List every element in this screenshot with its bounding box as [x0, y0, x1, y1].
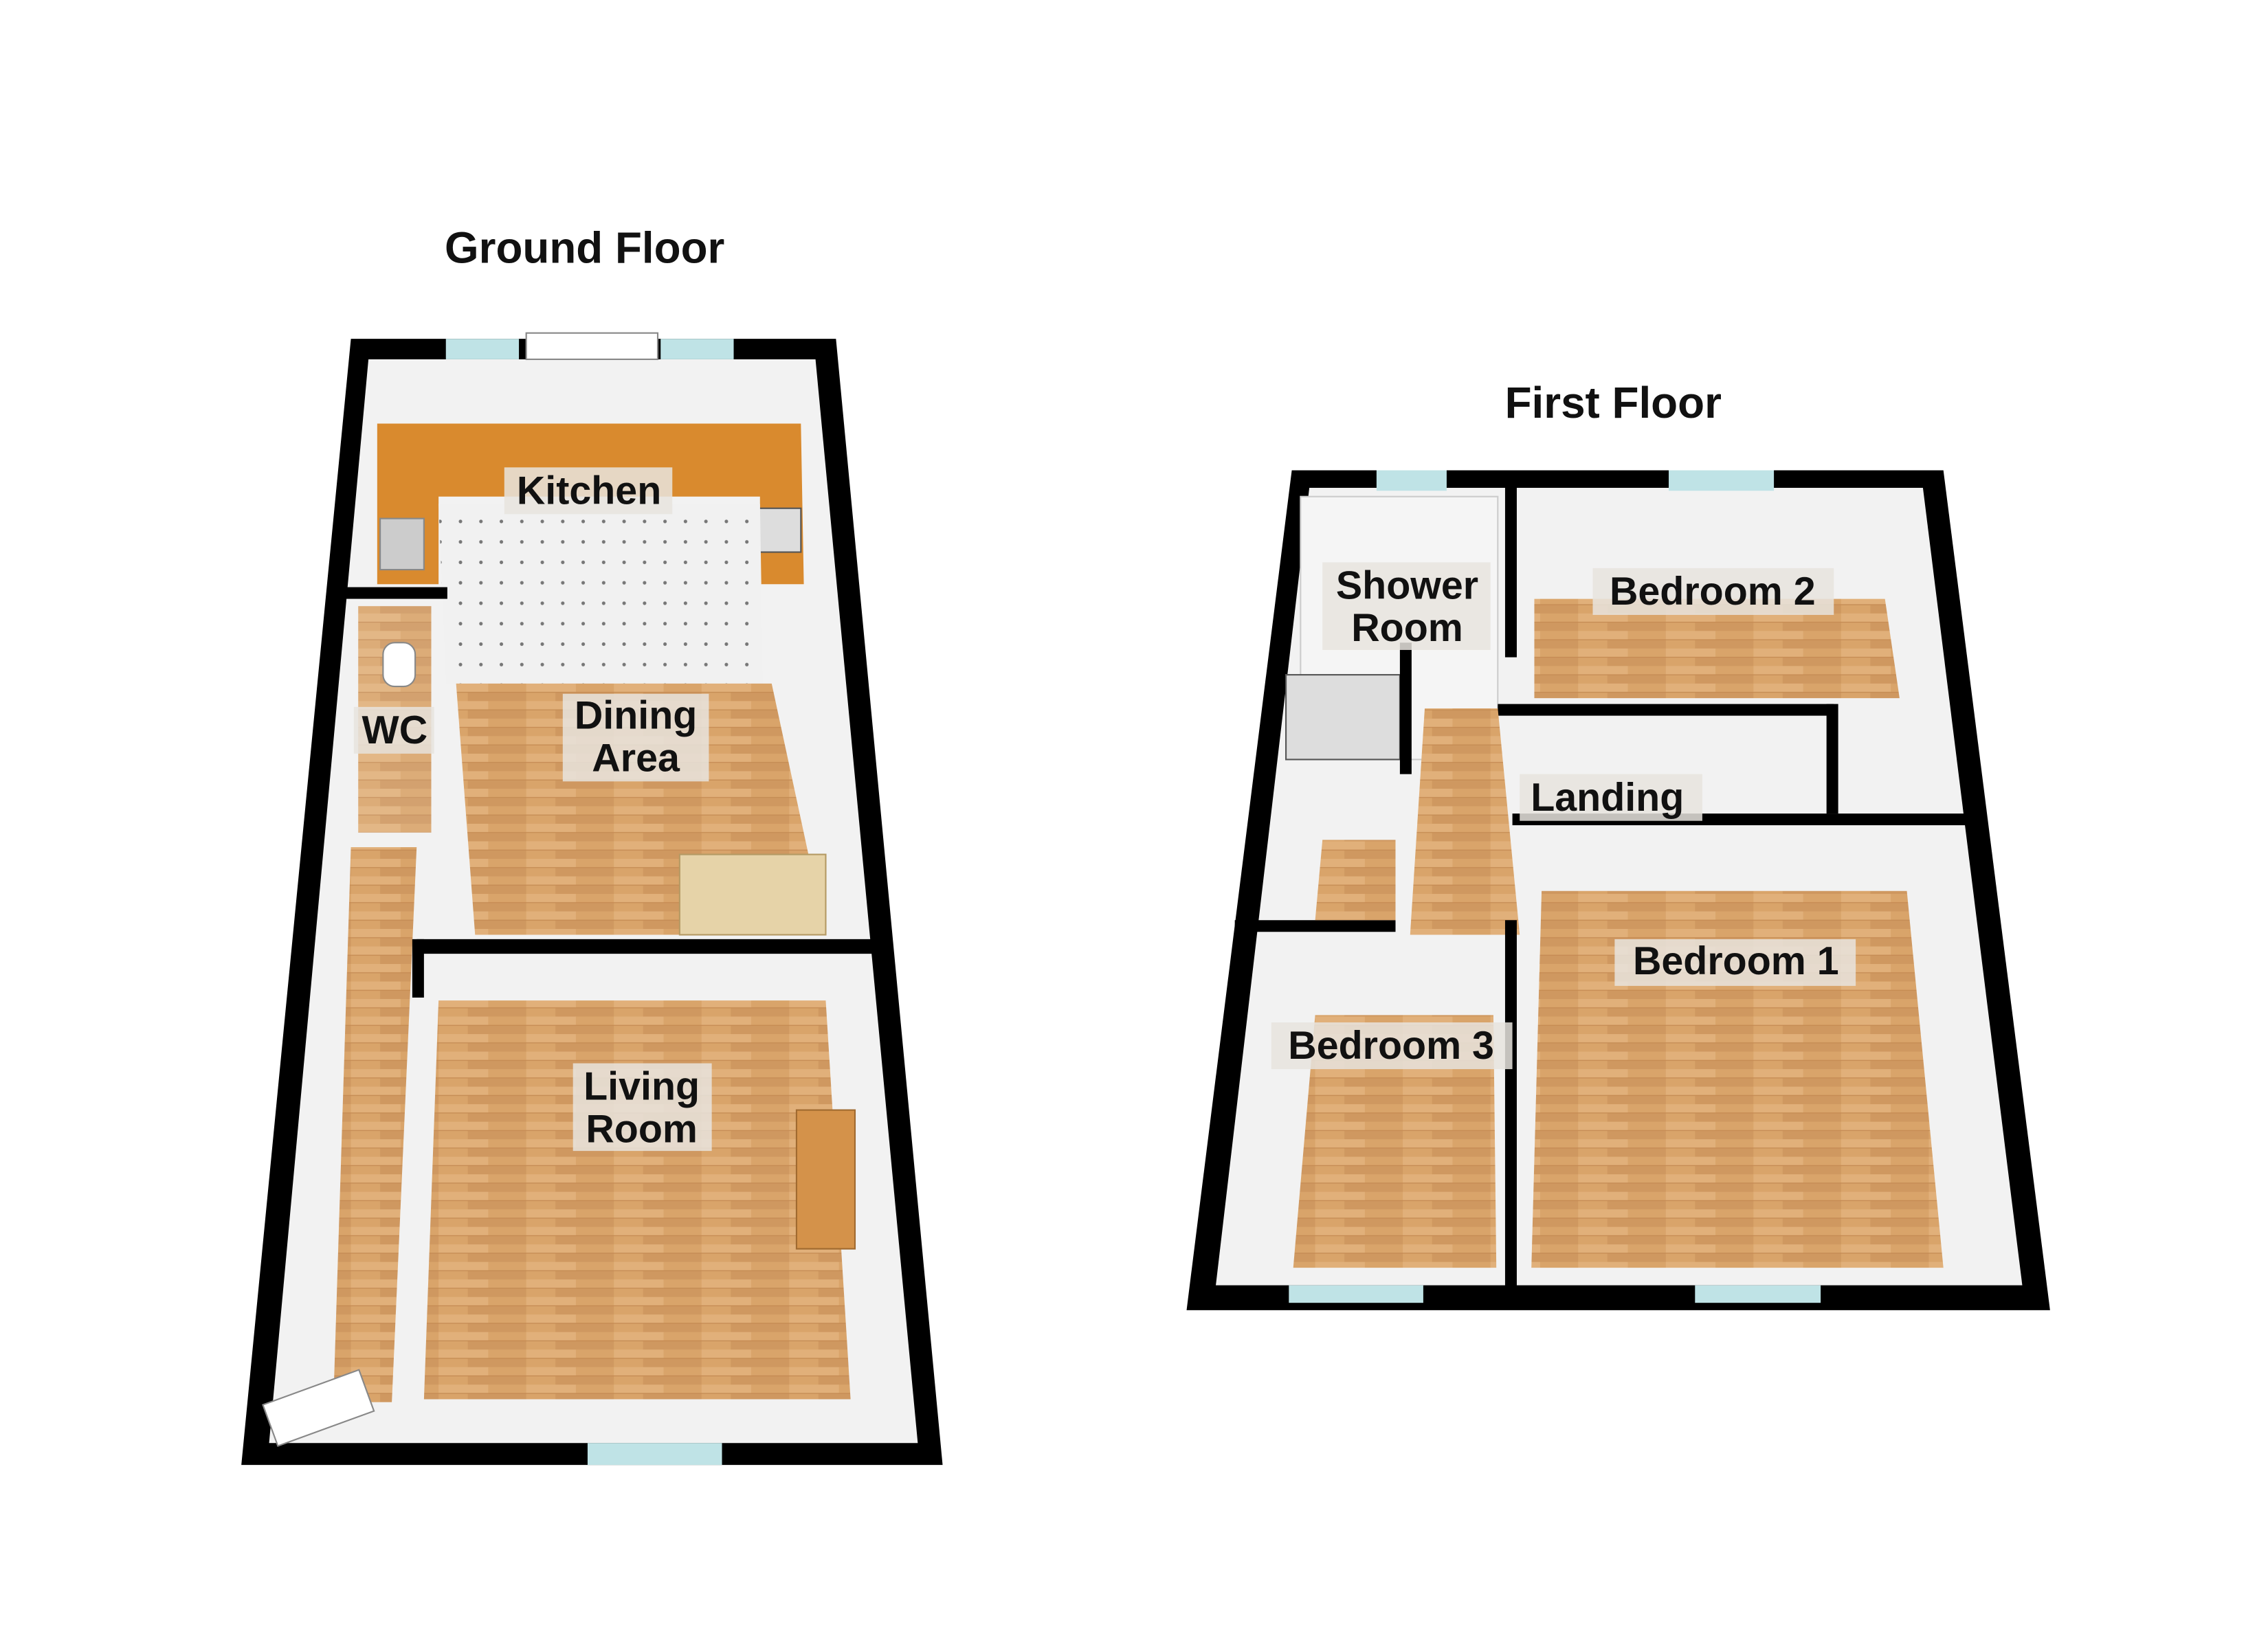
kitchen-worktop: [377, 423, 804, 585]
fireplace: [795, 1109, 856, 1250]
front-door[interactable]: [262, 1369, 375, 1447]
wc-wall: [345, 587, 447, 599]
landing-label: Landing: [1531, 776, 1684, 820]
kitchen-window: [660, 339, 734, 359]
bedroom1-label: Bedroom 1: [1633, 939, 1839, 983]
toilet-icon: [382, 642, 416, 688]
cupboard-wall: [1498, 704, 1834, 716]
living-room-window: [587, 1443, 722, 1466]
bedroom2-label: Bedroom 2: [1610, 570, 1816, 614]
living-room-floor: [423, 1000, 851, 1400]
shower-room-label-2: Room: [1351, 606, 1463, 650]
kitchen-window: [445, 339, 520, 359]
kitchen-label: Kitchen: [517, 469, 661, 513]
dining-living-wall: [416, 939, 873, 954]
living-room-label-2: Room: [586, 1107, 698, 1151]
living-room-label-1: Living: [583, 1065, 700, 1109]
wc-label: WC: [362, 708, 428, 752]
bedroom3-window: [1289, 1285, 1423, 1303]
shower-room-label-1: Shower: [1336, 564, 1478, 608]
hob-icon: [756, 507, 802, 553]
sink-icon: [379, 517, 425, 571]
bedroom1-window: [1695, 1285, 1821, 1303]
shower-enclosure: [1285, 674, 1401, 761]
shower-window: [1376, 470, 1447, 491]
landing-floor: [1410, 708, 1520, 935]
cupboard-wall: [1826, 704, 1838, 814]
dining-area-label-2: Area: [592, 736, 680, 780]
kitchen-tile-floor: [438, 504, 764, 684]
kitchen-french-doors[interactable]: [525, 332, 659, 361]
bedroom1-wall: [1504, 920, 1517, 1300]
bedroom2-wall: [1504, 482, 1517, 658]
store-floor: [1315, 840, 1396, 921]
dining-area-label-1: Dining: [575, 694, 697, 738]
hall-wall: [412, 939, 424, 998]
ground-floor-title: Ground Floor: [445, 223, 724, 273]
bedroom2-floor: [1534, 598, 1900, 699]
first-floor-plan: First Floor Shower Room Bedroom 2 Landi: [1186, 378, 2050, 1310]
stairs[interactable]: [678, 853, 827, 936]
bedroom2-window: [1669, 470, 1775, 491]
bedroom3-label: Bedroom 3: [1288, 1024, 1494, 1068]
hallway-floor: [333, 846, 417, 1402]
bedroom3-floor: [1293, 1015, 1497, 1268]
bedroom3-wall: [1234, 920, 1396, 932]
first-floor-title: First Floor: [1505, 378, 1722, 427]
shower-room-wall: [1399, 642, 1412, 774]
ground-floor-plan: Ground Floor Kitchen Dining Area: [241, 223, 943, 1466]
